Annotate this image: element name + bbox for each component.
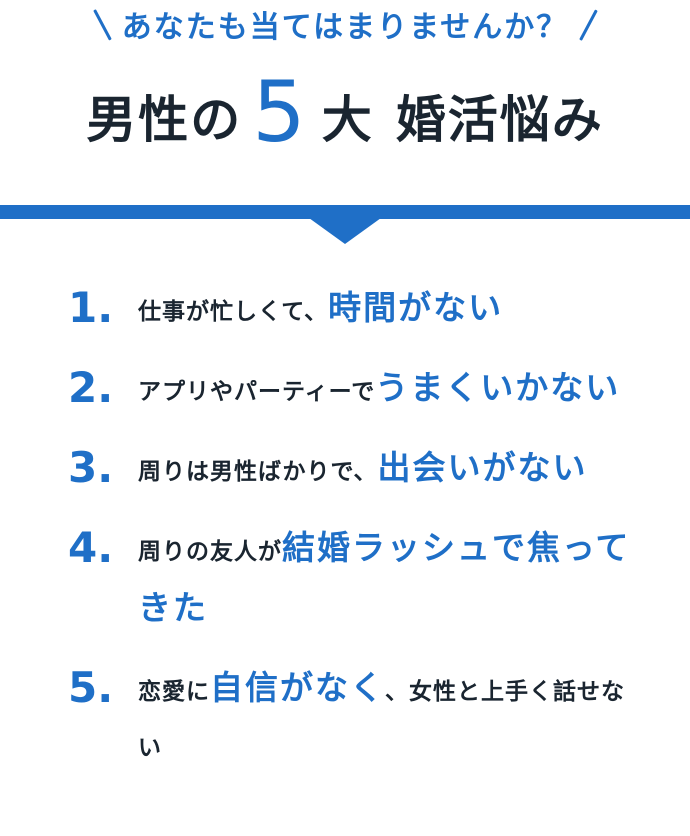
list-item: 4. 周りの友人が結婚ラッシュで焦ってきた bbox=[60, 520, 640, 640]
title-pre: 男性の bbox=[86, 91, 243, 149]
item-number: 1. bbox=[68, 283, 114, 332]
eyebrow: あなたも当てはまりませんか？ bbox=[0, 4, 690, 45]
item-text: アプリやパーティーでうまくいかない bbox=[138, 360, 640, 420]
down-arrow-icon bbox=[309, 218, 381, 244]
item-text-highlight: 自信がなく bbox=[210, 668, 385, 707]
item-text-highlight: 時間がない bbox=[328, 288, 504, 327]
list-item: 5. 恋愛に自信がなく、女性と上手く話せない bbox=[60, 660, 640, 776]
item-text-plain: アプリやパーティーで bbox=[138, 379, 376, 405]
item-text-plain: 周りは男性ばかりで、 bbox=[138, 459, 378, 485]
item-number: 3. bbox=[68, 443, 114, 492]
item-number: 4. bbox=[68, 523, 114, 572]
list-item: 2. アプリやパーティーでうまくいかない bbox=[60, 360, 640, 420]
section-divider bbox=[0, 205, 690, 219]
item-text-highlight: うまくいかない bbox=[375, 368, 621, 407]
item-text: 周りの友人が結婚ラッシュで焦ってきた bbox=[138, 520, 640, 640]
header-section: あなたも当てはまりませんか？ 男性の 5 大 婚活悩み bbox=[0, 0, 690, 205]
list-item: 3. 周りは男性ばかりで、出会いがない bbox=[60, 440, 640, 500]
worries-list: 1. 仕事が忙しくて、時間がない 2. アプリやパーティーでうまくいかない 3.… bbox=[60, 280, 640, 796]
list-item: 1. 仕事が忙しくて、時間がない bbox=[60, 280, 640, 340]
item-text: 周りは男性ばかりで、出会いがない bbox=[138, 440, 640, 500]
left-slash-icon bbox=[94, 8, 110, 40]
item-text-tail: 、女性と上手く話せない bbox=[138, 679, 625, 761]
item-number: 2. bbox=[68, 363, 114, 412]
title-mid: 大 bbox=[321, 91, 374, 149]
item-text: 仕事が忙しくて、時間がない bbox=[138, 280, 640, 340]
eyebrow-text: あなたも当てはまりませんか？ bbox=[121, 10, 569, 45]
item-number: 5. bbox=[68, 663, 114, 712]
right-slash-icon bbox=[580, 8, 596, 40]
item-text-plain: 周りの友人が bbox=[138, 539, 282, 565]
item-text-plain: 仕事が忙しくて、 bbox=[138, 299, 329, 325]
item-text-plain: 恋愛に bbox=[138, 679, 210, 705]
item-text-highlight: 出会いがない bbox=[377, 448, 588, 487]
page-title: 男性の 5 大 婚活悩み bbox=[0, 70, 690, 156]
title-post: 婚活悩み bbox=[395, 91, 604, 149]
item-text: 恋愛に自信がなく、女性と上手く話せない bbox=[138, 660, 640, 776]
item-text-highlight: 結婚ラッシュで焦ってきた bbox=[138, 528, 631, 627]
title-number: 5 bbox=[252, 63, 308, 161]
